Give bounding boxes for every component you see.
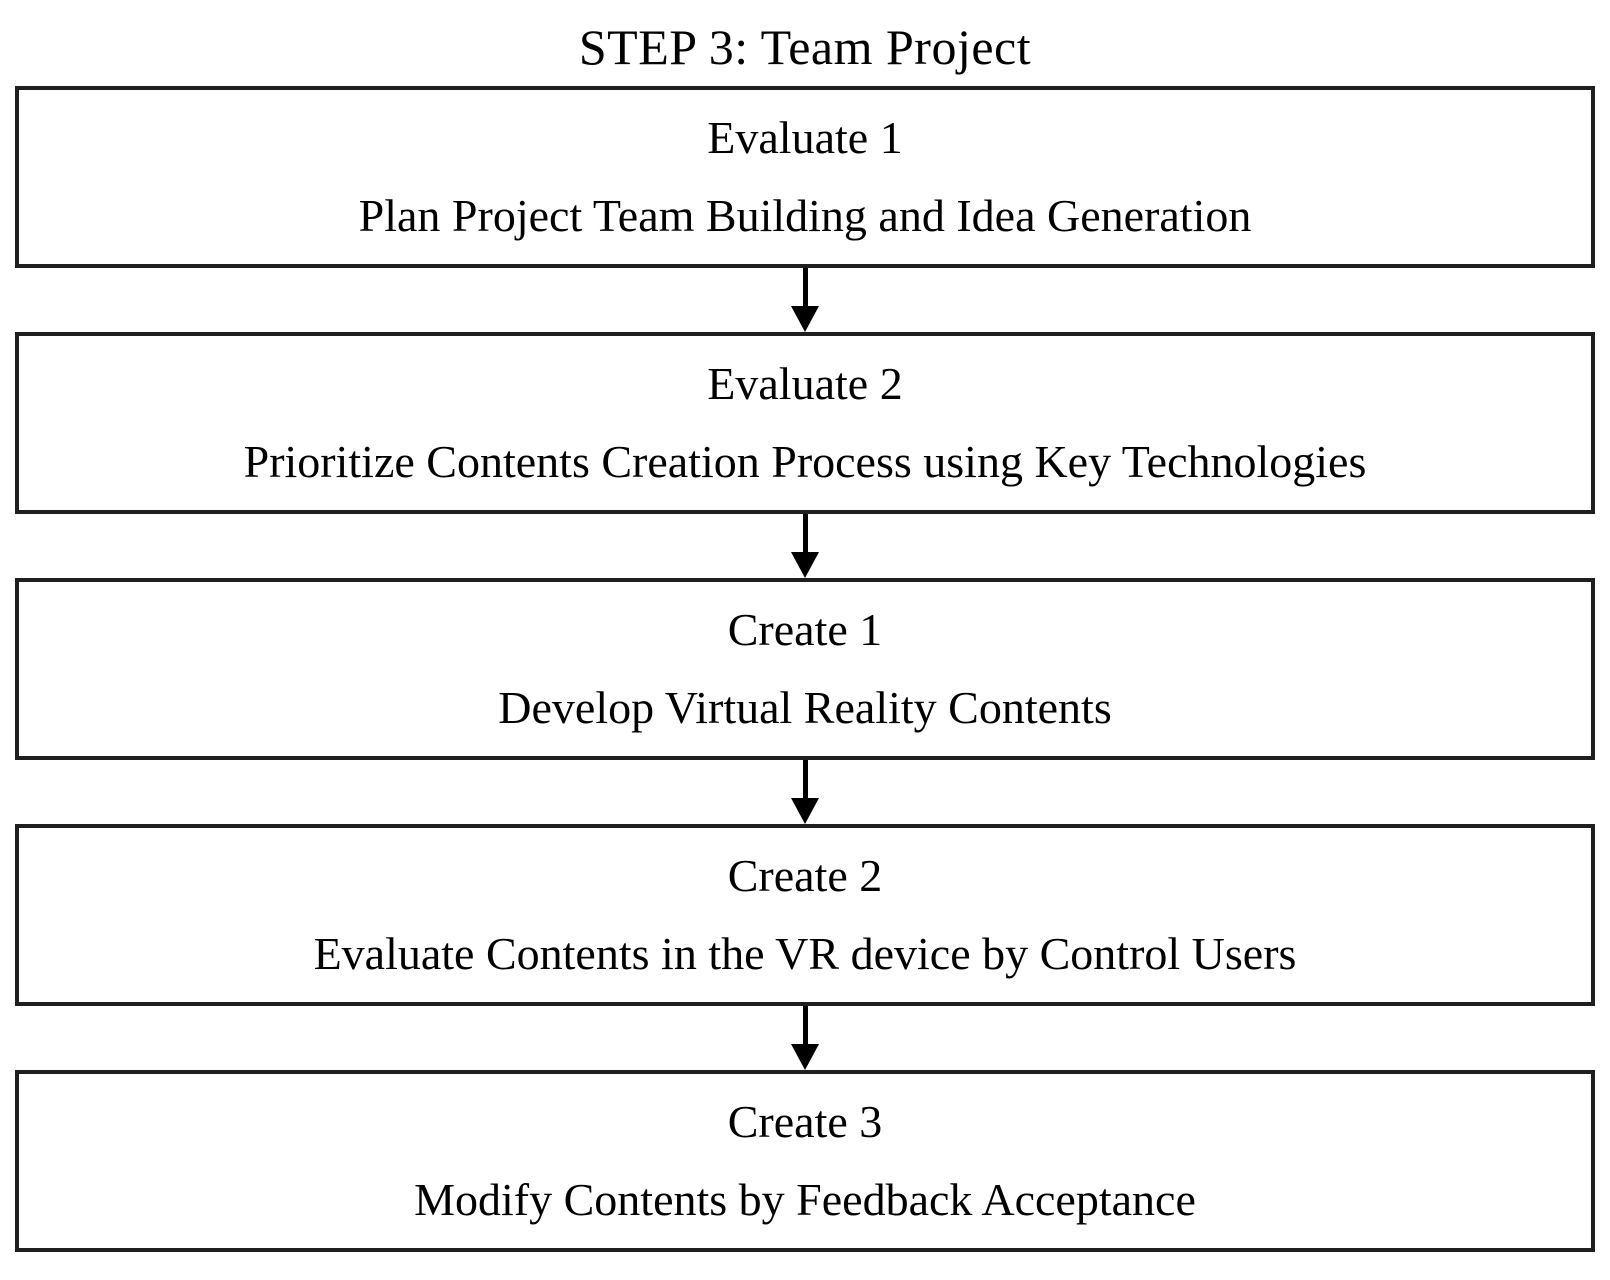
step-label: Evaluate 1 [707,112,903,163]
step-label: Create 3 [727,1096,883,1147]
step-label: Create 1 [727,604,883,655]
step-box-evaluate-2: Evaluate 2 Prioritize Contents Creation … [15,332,1595,514]
step-box-create-2: Create 2 Evaluate Contents in the VR dev… [15,824,1595,1006]
step-box-evaluate-1: Evaluate 1 Plan Project Team Building an… [15,86,1595,268]
step-box-create-1: Create 1 Develop Virtual Reality Content… [15,578,1595,760]
flow-arrow [15,1006,1595,1070]
arrow-stem [802,268,808,306]
arrow-head-icon [791,306,819,332]
arrow-head-icon [791,552,819,578]
step-description: Evaluate Contents in the VR device by Co… [313,928,1297,979]
step-label: Evaluate 2 [707,358,903,409]
flow-arrow [15,760,1595,824]
step-description: Modify Contents by Feedback Acceptance [414,1174,1196,1225]
arrow-stem [802,760,808,798]
step-box-create-3: Create 3 Modify Contents by Feedback Acc… [15,1070,1595,1252]
flow-arrow [15,514,1595,578]
arrow-stem [802,514,808,552]
arrow-head-icon [791,798,819,824]
diagram-title: STEP 3: Team Project [578,19,1032,75]
step-label: Create 2 [727,850,883,901]
flow-arrow [15,268,1595,332]
arrow-head-icon [791,1044,819,1070]
step-description: Plan Project Team Building and Idea Gene… [358,190,1252,241]
step-description: Prioritize Contents Creation Process usi… [243,436,1367,487]
step-description: Develop Virtual Reality Contents [498,682,1112,733]
arrow-stem [802,1006,808,1044]
